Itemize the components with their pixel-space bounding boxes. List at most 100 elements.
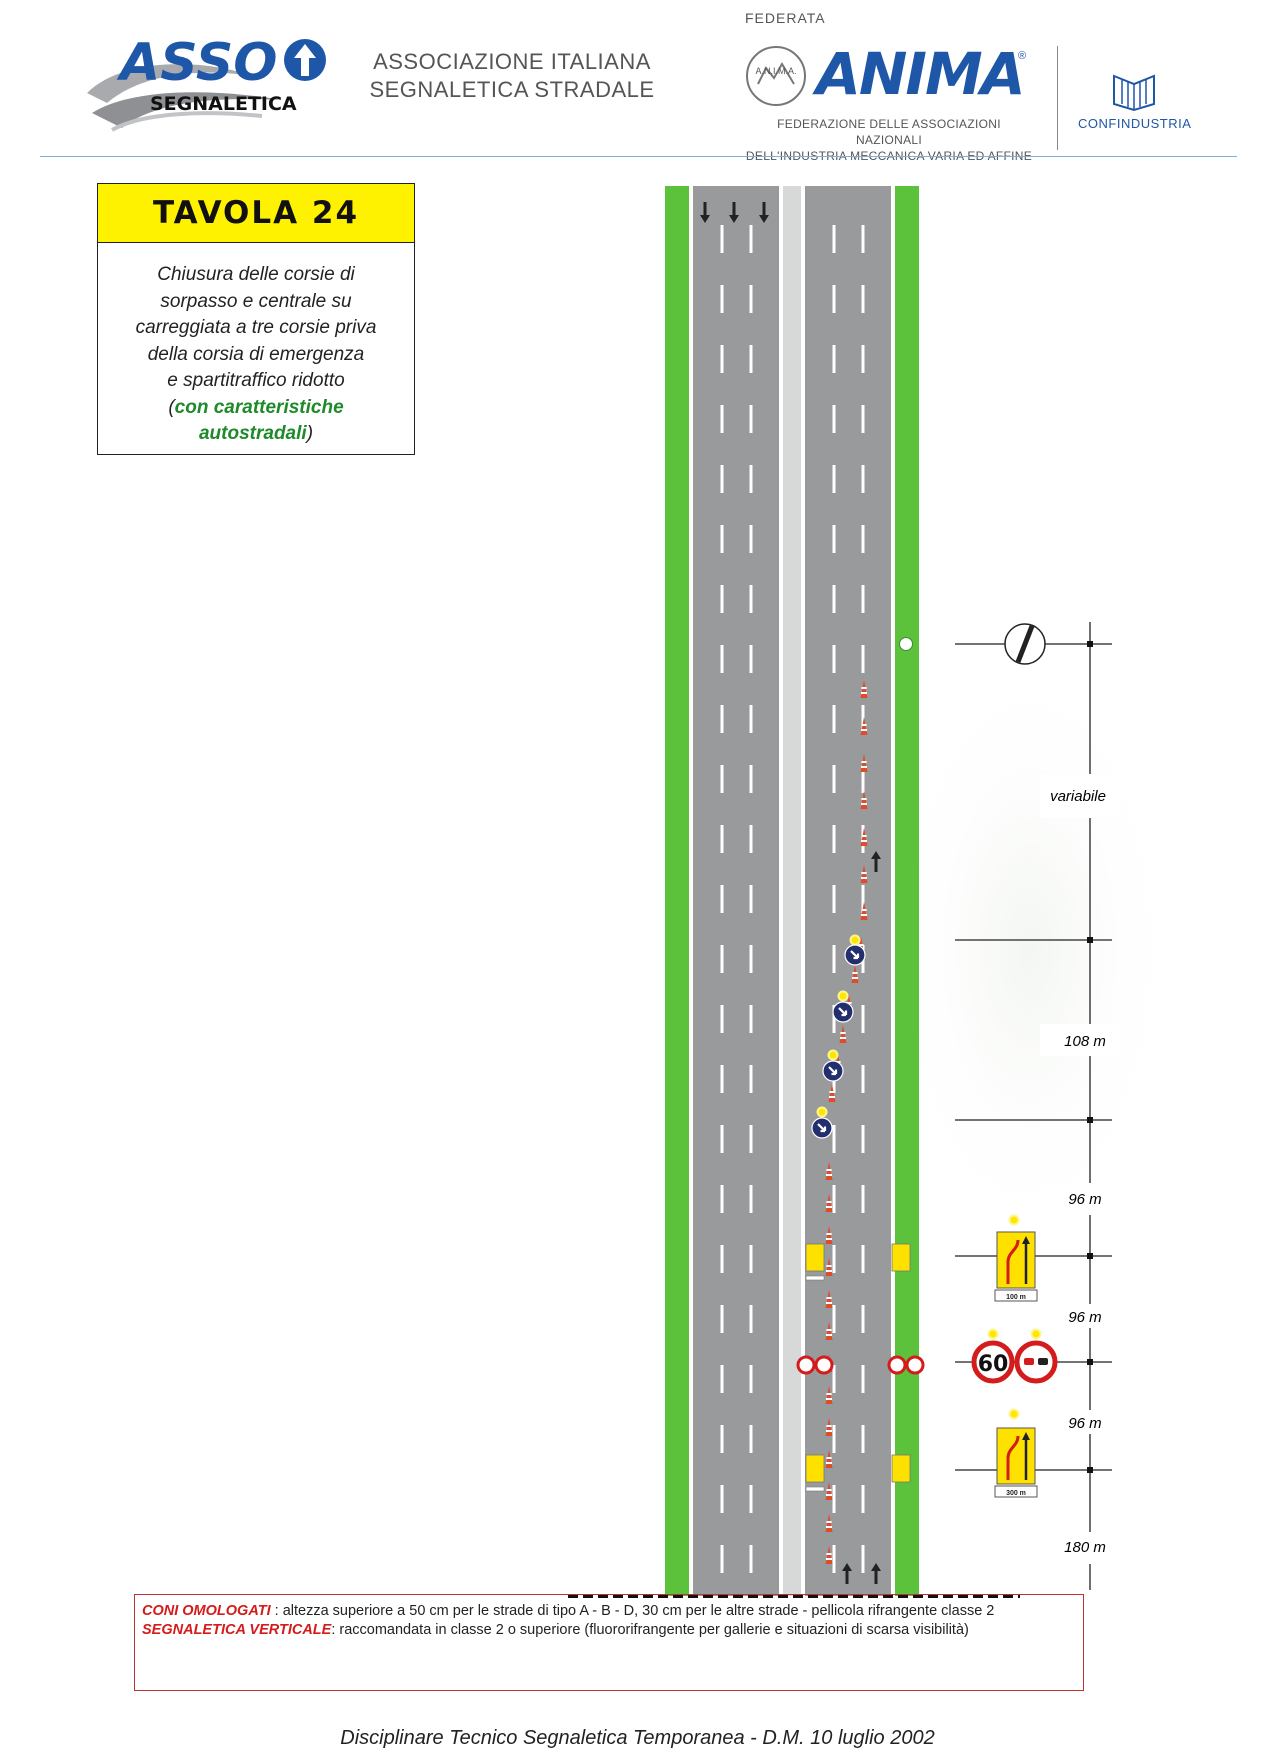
lane-dash xyxy=(720,1305,724,1333)
right-green-verge xyxy=(895,186,919,1596)
lane-dash xyxy=(861,1245,865,1273)
lane-dash xyxy=(749,945,753,973)
lane-dash xyxy=(749,1485,753,1513)
dimension-tick xyxy=(1087,1253,1093,1259)
lane-dash xyxy=(832,1365,836,1393)
warning-lamp-icon xyxy=(1008,1214,1020,1226)
lane-dash xyxy=(861,705,865,733)
lane-dash xyxy=(749,645,753,673)
keep-right-sign-icon xyxy=(843,943,867,967)
lane-dash xyxy=(861,1305,865,1333)
lane-dash xyxy=(749,885,753,913)
lane-reduction-sign-icon xyxy=(996,1427,1036,1485)
lane-dash xyxy=(720,765,724,793)
lane-dash xyxy=(861,1485,865,1513)
paren-open: ( xyxy=(168,396,175,418)
note-signage: SEGNALETICA VERTICALE: raccomandata in c… xyxy=(142,1622,969,1638)
lane-dash xyxy=(749,1185,753,1213)
dimension-tick xyxy=(1087,1359,1093,1365)
confindustria-emblem-icon xyxy=(1113,74,1155,112)
label-gap xyxy=(1040,1304,1120,1328)
lane-dash xyxy=(832,1545,836,1573)
description-green-2: autostradali xyxy=(198,423,307,444)
association-name: ASSOCIAZIONE ITALIANA SEGNALETICA STRADA… xyxy=(362,48,662,104)
anima-seal-icon: A.N.I.M.A. xyxy=(746,46,806,106)
lane-dash xyxy=(749,1365,753,1393)
lane-dash xyxy=(749,705,753,733)
lane-dash xyxy=(749,225,753,253)
lane-dash xyxy=(749,1425,753,1453)
lane-dash xyxy=(832,765,836,793)
label-gap xyxy=(1040,774,1120,818)
no-overtaking-sign-icon xyxy=(1014,1340,1058,1384)
dimension-tick xyxy=(1087,1117,1093,1123)
lane-dash xyxy=(749,585,753,613)
warning-lamp-icon xyxy=(837,990,849,1002)
label-gap xyxy=(1040,1183,1120,1215)
lane-dash xyxy=(861,1005,865,1033)
lane-dash xyxy=(832,285,836,313)
warning-lamp-icon xyxy=(849,934,861,946)
footer-reference: Disciplinare Tecnico Segnaletica Tempora… xyxy=(340,1727,935,1749)
lane-dash xyxy=(749,765,753,793)
association-line-2: SEGNALETICA STRADALE xyxy=(369,77,655,102)
description-line: Chiusura delle corsie di xyxy=(157,264,355,285)
lane-dash xyxy=(720,525,724,553)
header-divider xyxy=(1057,46,1058,150)
lane-dash xyxy=(749,1005,753,1033)
end-marker-icon xyxy=(899,637,913,651)
warning-lamp-icon xyxy=(1008,1408,1020,1420)
no-overtaking-car-red xyxy=(1024,1358,1034,1365)
lane-dash xyxy=(832,1305,836,1333)
table-title: TAVOLA 24 xyxy=(98,184,414,243)
lane-sign-plate-icon xyxy=(805,1486,825,1492)
lane-dash xyxy=(832,705,836,733)
description-line: della corsia di emergenza xyxy=(147,343,365,365)
work-carriageway xyxy=(805,186,891,1596)
lane-dash xyxy=(749,525,753,553)
lane-dash xyxy=(861,1425,865,1453)
lane-dash xyxy=(832,1185,836,1213)
lane-dash xyxy=(720,1365,724,1393)
lane-dash xyxy=(720,1245,724,1273)
dimension-tick xyxy=(1087,641,1093,647)
lane-dash xyxy=(749,1545,753,1573)
lane-dash xyxy=(832,1485,836,1513)
lane-dash xyxy=(861,885,865,913)
warning-lamp-icon xyxy=(816,1106,828,1118)
lane-dash xyxy=(749,285,753,313)
sign-plate xyxy=(994,1485,1038,1498)
lane-closed-curve xyxy=(1006,1435,1020,1480)
lane-dash xyxy=(832,465,836,493)
lane-open-arrow-icon xyxy=(1022,1236,1030,1244)
dimension-tick xyxy=(1087,1467,1093,1473)
road-diagram: 100 m 60 300 m variabile 108 m 96 m 96 m… xyxy=(568,186,1180,1598)
lane-dash xyxy=(832,1245,836,1273)
lane-dash xyxy=(861,1545,865,1573)
keep-right-sign-icon xyxy=(831,1000,855,1024)
lane-dash xyxy=(861,585,865,613)
note-key: CONI OMOLOGATI xyxy=(142,1603,271,1619)
sign-plate-text: 100 m xyxy=(1006,1294,1026,1301)
description-line: carreggiata a tre corsie priva xyxy=(135,317,377,338)
label-gap xyxy=(1040,1410,1120,1434)
lane-dash xyxy=(832,885,836,913)
lane-sign-small-icon xyxy=(805,1243,825,1272)
distance-label: 96 m xyxy=(1068,1309,1101,1326)
lane-dash xyxy=(861,765,865,793)
lane-dash xyxy=(861,285,865,313)
left-green-verge xyxy=(665,186,689,1596)
lane-dashes xyxy=(720,225,865,1573)
lane-dash xyxy=(720,1065,724,1093)
lane-dash xyxy=(720,885,724,913)
lane-open-arrow-icon xyxy=(1022,1432,1030,1440)
median-strip xyxy=(783,186,801,1596)
note-key: SEGNALETICA VERTICALE xyxy=(142,1622,332,1638)
lane-dash xyxy=(832,1005,836,1033)
distance-label: 96 m xyxy=(1068,1415,1101,1432)
asso-segnaletica-logo: ASSO SEGNALETICA xyxy=(87,33,326,132)
lane-sign-small-icon xyxy=(891,1454,911,1483)
lane-dash xyxy=(720,1485,724,1513)
description-green-1: con caratteristiche xyxy=(174,396,344,418)
lane-dash xyxy=(720,945,724,973)
